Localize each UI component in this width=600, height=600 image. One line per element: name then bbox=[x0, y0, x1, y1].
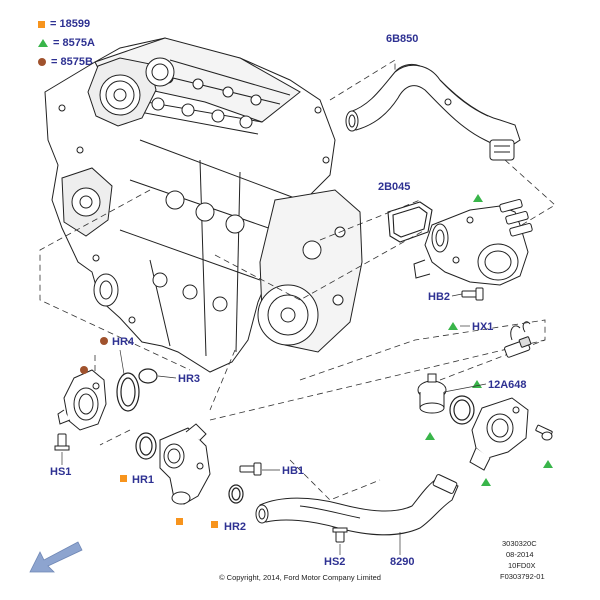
callout-hr4: HR4 bbox=[112, 336, 135, 348]
upper-hose-6b850 bbox=[345, 63, 521, 161]
bolt-hs2 bbox=[332, 527, 348, 543]
callout-2b045: 2B045 bbox=[378, 181, 410, 193]
drawing-stamp: 3030320C 08-2014 10FD0X F0303792-01 bbox=[500, 539, 545, 581]
callout-hs2: HS2 bbox=[324, 556, 345, 568]
marker-triangle-lower-bolt bbox=[543, 460, 553, 468]
callout-hr1: HR1 bbox=[132, 474, 154, 486]
sensor-hx1 bbox=[504, 321, 532, 358]
stamp-line-2: 08-2014 bbox=[506, 550, 534, 559]
legend-item-18599: = 18599 bbox=[38, 16, 90, 32]
legend-text-8575b: = 8575B bbox=[51, 56, 93, 68]
callout-hx1: HX1 bbox=[472, 321, 493, 333]
brown-dot-icon bbox=[38, 58, 46, 66]
legend-text-18599: = 18599 bbox=[50, 18, 91, 30]
legend-text-8575a: = 8575A bbox=[53, 37, 95, 49]
orange-square-icon bbox=[38, 20, 45, 28]
bolt-hb2 bbox=[461, 287, 484, 301]
callout-hr2: HR2 bbox=[224, 521, 246, 533]
callout-6b850: 6B850 bbox=[386, 33, 418, 45]
marker-triangle-lower-housing bbox=[481, 478, 491, 486]
seal-ring-hr2 bbox=[228, 484, 244, 504]
callout-labels: 6B850 2B045 HB2 HX1 12A648 HR4 HR3 HS1 H… bbox=[50, 33, 527, 568]
bolt-hs1 bbox=[54, 433, 70, 451]
thermostat-housing-upper bbox=[413, 198, 533, 286]
thermostat-housing-lower bbox=[469, 397, 529, 471]
marker-triangle-12a648 bbox=[472, 380, 482, 388]
seal-ring-hr4 bbox=[116, 372, 140, 412]
lower-hose-8290 bbox=[255, 474, 459, 536]
stamp-line-3: 10FD0X bbox=[508, 561, 536, 570]
callout-8290: 8290 bbox=[390, 556, 414, 568]
gasket-2b045 bbox=[387, 201, 433, 243]
bolt-lower-right bbox=[535, 424, 553, 441]
label-leaders bbox=[61, 293, 487, 555]
green-triangle-icon bbox=[38, 39, 48, 47]
bolt-hb1 bbox=[239, 462, 262, 476]
part-markers bbox=[80, 194, 553, 528]
marker-triangle-upper-housing bbox=[473, 194, 483, 202]
marker-square-hr2 bbox=[211, 521, 218, 528]
seal-ring-hr3 bbox=[138, 368, 158, 384]
marker-triangle-hx1 bbox=[448, 322, 458, 330]
thermostat-housing-left bbox=[57, 369, 107, 431]
stamp-line-4: F0303792-01 bbox=[500, 572, 545, 581]
thermostat-12a648 bbox=[417, 373, 447, 414]
marker-square-outlet bbox=[176, 518, 183, 525]
callout-12a648: 12A648 bbox=[488, 379, 527, 391]
engine-block-illustration bbox=[44, 37, 363, 373]
marker-triangle-thermostat bbox=[425, 432, 435, 440]
callout-hb2: HB2 bbox=[428, 291, 450, 303]
seal-ring-lower-right bbox=[449, 395, 475, 425]
legend-item-8575a: = 8575A bbox=[38, 35, 95, 51]
marker-dot-left-housing bbox=[80, 366, 88, 374]
callout-hr3: HR3 bbox=[178, 373, 200, 385]
coolant-outlet-housing bbox=[159, 423, 211, 505]
callout-hs1: HS1 bbox=[50, 466, 71, 478]
stamp-line-1: 3030320C bbox=[502, 539, 537, 548]
direction-arrow-icon bbox=[29, 541, 83, 573]
callout-hb1: HB1 bbox=[282, 465, 304, 477]
copyright-notice: © Copyright, 2014, Ford Motor Company Li… bbox=[219, 573, 381, 582]
marker-square-hr1 bbox=[120, 475, 127, 482]
marker-dot-hr4 bbox=[100, 337, 108, 345]
seal-ring-hr1 bbox=[135, 432, 157, 460]
legend-item-8575b: = 8575B bbox=[38, 54, 93, 70]
